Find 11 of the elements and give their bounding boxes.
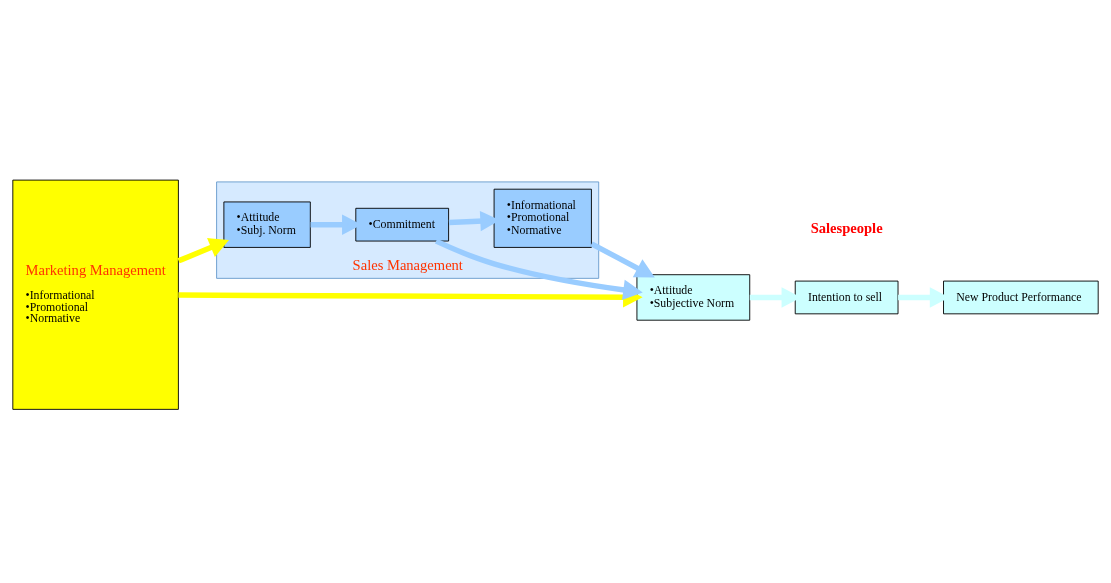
arrow [434, 238, 643, 300]
node-box: •Attitude •Subj. Norm [223, 200, 311, 248]
node-box: New Product Performance [943, 280, 1099, 314]
node-box: •Informational •Promotional •Normative [493, 188, 592, 248]
label: Salespeople [810, 219, 883, 236]
node-box: Marketing Management •Informational •Promotional •Normative [12, 179, 179, 410]
node-box: •Attitude •Subjective Norm [636, 273, 751, 321]
node-box: •Commitment [355, 207, 450, 241]
arrow [177, 237, 229, 263]
node-box: Intention to sell [794, 280, 899, 314]
arrow [590, 240, 655, 277]
